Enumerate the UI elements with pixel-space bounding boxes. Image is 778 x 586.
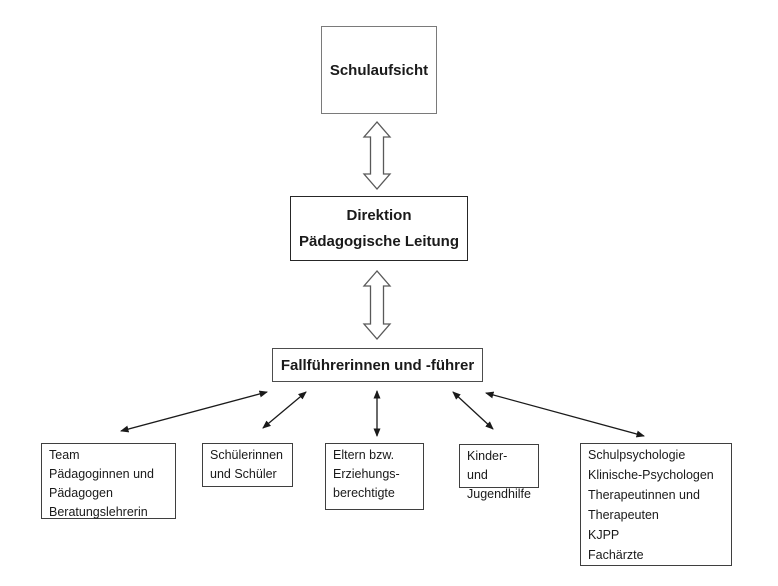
box-fachdienste-line: KJPP: [588, 528, 620, 542]
box-schueler-line: Schülerinnen: [210, 448, 283, 462]
box-fachdienste-line: Klinische-Psychologen: [588, 468, 714, 482]
box-fallfuehrer-label: Fallführerinnen und -führer: [280, 356, 475, 374]
box-eltern-line: Erziehungs-: [333, 467, 400, 481]
connector-jugendhilfe: [452, 391, 494, 430]
box-jugendhilfe-line: Jugendhilfe: [467, 487, 531, 501]
connector-team: [120, 390, 268, 433]
box-direktion-line: Direktion: [346, 207, 412, 224]
box-direktion: Direktion Pädagogische Leitung: [290, 196, 468, 261]
box-jugendhilfe-line: Kinder- und: [467, 449, 508, 482]
box-fachdienste-line: Therapeuten: [588, 508, 659, 522]
box-team: Team Pädagoginnen und Pädagogen Beratung…: [41, 443, 176, 519]
box-direktion-line: Pädagogische Leitung: [298, 233, 460, 250]
double-arrow-schulaufsicht-direktion: [362, 121, 392, 190]
box-team-line: Beratungslehrerin: [49, 505, 148, 519]
box-schulaufsicht: Schulaufsicht: [321, 26, 437, 114]
box-fachdienste-line: Fachärzte: [588, 548, 644, 562]
box-fachdienste-line: Schulpsychologie: [588, 448, 686, 462]
box-schulaufsicht-label: Schulaufsicht: [329, 61, 429, 79]
box-schueler: Schülerinnen und Schüler: [202, 443, 293, 487]
box-team-line: Team: [49, 448, 80, 462]
box-team-line: Pädagoginnen und: [49, 467, 154, 481]
box-jugendhilfe: Kinder- und Jugendhilfe: [459, 444, 539, 501]
box-eltern: Eltern bzw. Erziehungs- berechtigte: [325, 443, 424, 510]
box-fachdienste-line: Therapeutinnen und: [588, 488, 700, 502]
box-eltern-line: Eltern bzw.: [333, 448, 395, 462]
box-team-line: Pädagogen: [49, 486, 113, 500]
double-arrow-direktion-fallfuehrer: [362, 270, 392, 340]
box-fallfuehrer: Fallführerinnen und -führer: [272, 348, 483, 382]
box-eltern-line: berechtigte: [333, 486, 395, 500]
box-schueler-line: und Schüler: [210, 467, 277, 481]
connector-fachdienste: [485, 391, 645, 438]
connector-schueler: [262, 391, 307, 429]
box-fachdienste: Schulpsychologie Klinische-Psychologen T…: [580, 443, 732, 566]
